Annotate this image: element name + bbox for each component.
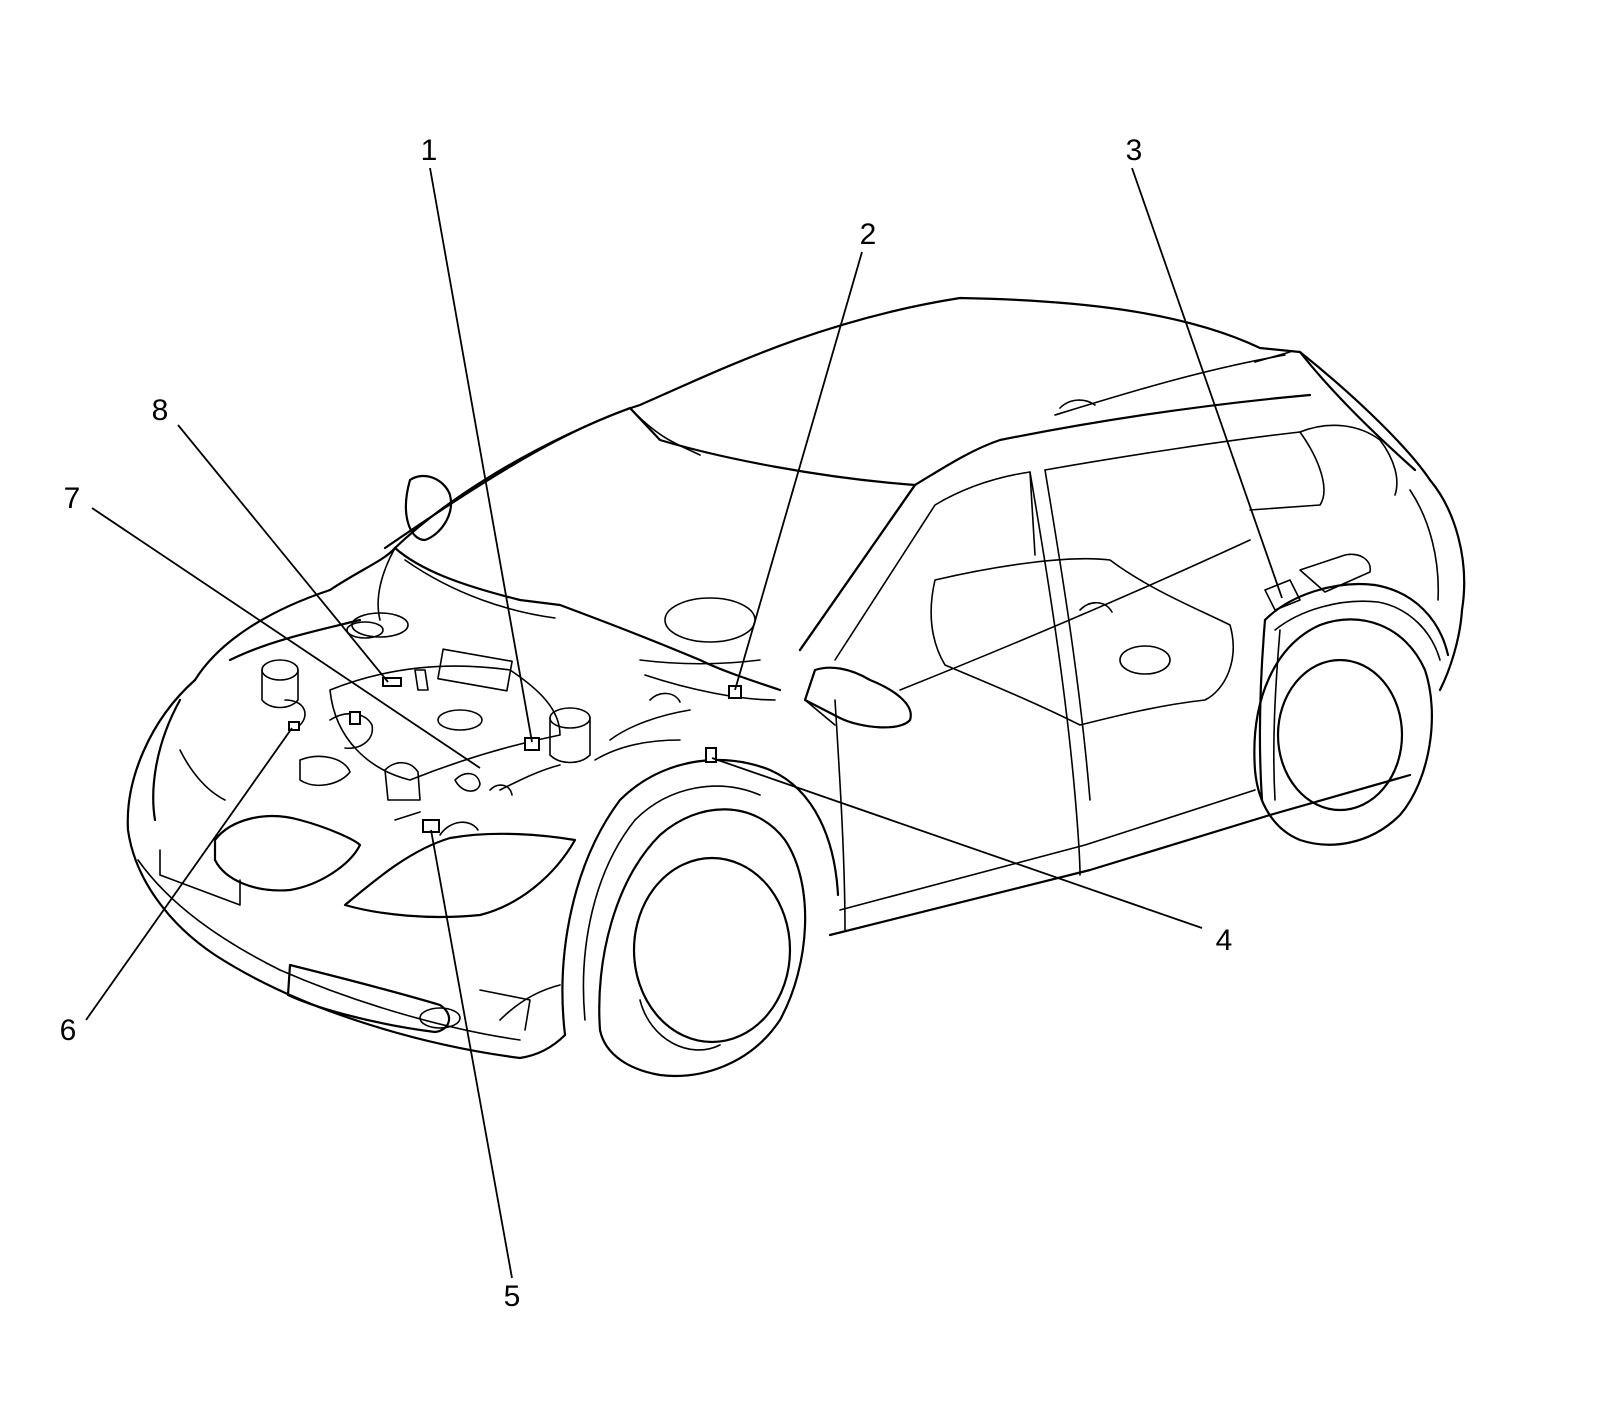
callout-1: 1 bbox=[421, 134, 438, 167]
side-mirror bbox=[803, 666, 912, 729]
windshield bbox=[393, 406, 917, 652]
leader-6 bbox=[85, 727, 293, 1021]
leader-7 bbox=[91, 507, 481, 769]
leader-2 bbox=[734, 251, 863, 691]
rocker-panel bbox=[828, 773, 1412, 937]
hood-outline bbox=[393, 546, 782, 692]
grille bbox=[179, 749, 226, 801]
leader-4 bbox=[711, 757, 1203, 929]
component-8-connector bbox=[382, 677, 402, 687]
callout-8: 8 bbox=[152, 394, 169, 427]
engine-cover bbox=[329, 665, 561, 781]
left-headlamp bbox=[213, 815, 362, 892]
callout-labels: 1 2 3 4 5 6 7 8 bbox=[60, 134, 1233, 1313]
cargo-floor-panel bbox=[930, 557, 1234, 726]
callout-6: 6 bbox=[60, 1014, 77, 1047]
engine-bay bbox=[228, 618, 742, 836]
component-6-sensor bbox=[288, 721, 300, 731]
leader-3 bbox=[1131, 167, 1283, 599]
coolant-reservoir bbox=[261, 659, 299, 681]
lower-intake bbox=[286, 963, 451, 1034]
leader-lines bbox=[85, 167, 1283, 1279]
rear-door-window bbox=[1044, 431, 1325, 511]
front-wheel bbox=[561, 758, 840, 1077]
rear-module bbox=[1299, 553, 1371, 593]
callout-7: 7 bbox=[64, 482, 81, 515]
callout-5: 5 bbox=[504, 1280, 521, 1313]
rear-tire bbox=[1253, 618, 1433, 846]
roof-outline bbox=[383, 296, 1432, 550]
leader-5 bbox=[430, 829, 513, 1279]
callout-2: 2 bbox=[860, 218, 877, 251]
component-7-sensor bbox=[349, 711, 361, 725]
component-4-module bbox=[705, 747, 717, 763]
front-rim bbox=[632, 856, 792, 1044]
leader-8 bbox=[177, 424, 389, 683]
roof-rail bbox=[1054, 354, 1286, 416]
front-fender-arch bbox=[561, 758, 840, 1037]
front-door-window bbox=[834, 471, 1036, 661]
component-2-module bbox=[728, 685, 742, 699]
front-tire bbox=[598, 808, 807, 1077]
callout-4: 4 bbox=[1216, 924, 1233, 957]
vehicle-body bbox=[193, 296, 1466, 937]
interior-cargo bbox=[899, 539, 1371, 726]
right-headlamp bbox=[343, 832, 577, 919]
callout-3: 3 bbox=[1126, 134, 1143, 167]
front-fascia bbox=[126, 678, 577, 1060]
rear-fender bbox=[1263, 583, 1450, 657]
air-cleaner bbox=[437, 648, 513, 692]
rear-wheel bbox=[1253, 618, 1433, 846]
front-bumper bbox=[126, 678, 567, 1060]
rear-rim bbox=[1276, 658, 1404, 812]
leader-1 bbox=[429, 167, 533, 743]
